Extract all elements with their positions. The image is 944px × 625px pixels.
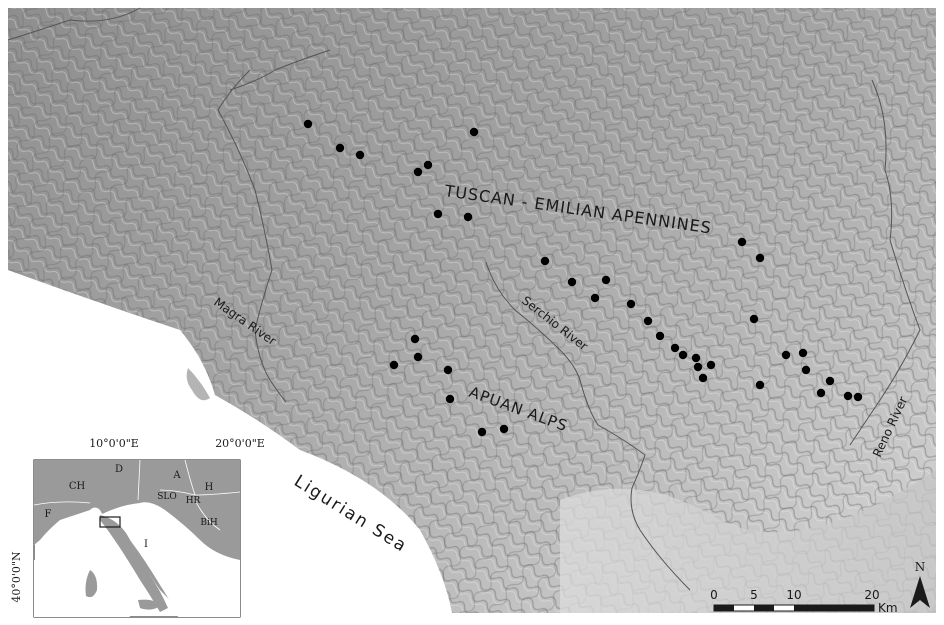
scale-unit: Km — [878, 601, 898, 615]
north-arrow-icon — [910, 576, 930, 608]
inset-country-label: F — [45, 509, 52, 520]
site-marker — [590, 293, 600, 303]
site-marker — [655, 331, 665, 341]
inset-country-label: H — [205, 482, 214, 493]
site-marker — [355, 150, 365, 160]
site-marker — [816, 388, 826, 398]
site-marker — [749, 314, 759, 324]
boundary-line-north — [7, 7, 141, 41]
site-marker — [801, 365, 811, 375]
site-marker — [825, 376, 835, 386]
magra-river-line — [217, 69, 287, 403]
site-marker — [389, 360, 399, 370]
scale-tick-0: 0 — [710, 588, 718, 602]
site-marker — [601, 275, 611, 285]
site-marker — [678, 350, 688, 360]
site-marker — [755, 380, 765, 390]
site-marker — [433, 209, 443, 219]
site-marker — [706, 360, 716, 370]
inset-country-label: A — [172, 470, 181, 481]
inset-country-label: D — [115, 464, 123, 475]
river-lines — [7, 7, 921, 591]
site-marker — [643, 316, 653, 326]
site-marker — [469, 127, 479, 137]
site-marker — [303, 119, 313, 129]
site-marker — [335, 143, 345, 153]
terrain-relief — [8, 8, 936, 613]
site-marker — [463, 212, 473, 222]
site-marker — [443, 365, 453, 375]
scale-tick-20: 20 — [864, 588, 879, 602]
scale-bar: 0 5 10 20 Km — [710, 588, 897, 615]
site-marker — [413, 167, 423, 177]
site-marker — [843, 391, 853, 401]
site-marker — [781, 350, 791, 360]
site-marker — [698, 373, 708, 383]
inset-latitude-label: 40°0'0"N — [10, 551, 23, 603]
site-markers — [303, 119, 863, 437]
boundary-line-west — [229, 49, 331, 91]
serchio-river-line — [485, 261, 691, 591]
site-marker — [691, 353, 701, 363]
site-marker — [755, 253, 765, 263]
scale-tick-10: 10 — [786, 588, 801, 602]
inset-country-label: BiH — [200, 518, 217, 528]
site-marker — [423, 160, 433, 170]
inset-country-label: CH — [69, 481, 86, 492]
site-marker — [540, 256, 550, 266]
site-marker — [477, 427, 487, 437]
inset-country-label: I — [144, 539, 148, 550]
inset-country-label: SLO — [157, 492, 177, 502]
site-marker — [626, 299, 636, 309]
inset-country-label: HR — [186, 496, 201, 506]
north-label: N — [915, 560, 926, 574]
north-arrow: N — [910, 560, 930, 608]
site-marker — [737, 237, 747, 247]
site-marker — [445, 394, 455, 404]
site-marker — [853, 392, 863, 402]
inset-map: 10°0'0"E 20°0'0"E 40°0'0"N D A H CH F SL… — [10, 437, 265, 618]
site-marker — [798, 348, 808, 358]
inset-longitude-label-1: 10°0'0"E — [89, 437, 139, 450]
site-marker — [499, 424, 509, 434]
site-marker — [413, 352, 423, 362]
site-marker — [567, 277, 577, 287]
scale-tick-5: 5 — [750, 588, 758, 602]
reno-river-line — [849, 79, 921, 446]
site-marker — [670, 343, 680, 353]
inset-longitude-label-2: 20°0'0"E — [215, 437, 265, 450]
site-marker — [693, 362, 703, 372]
site-marker — [410, 334, 420, 344]
